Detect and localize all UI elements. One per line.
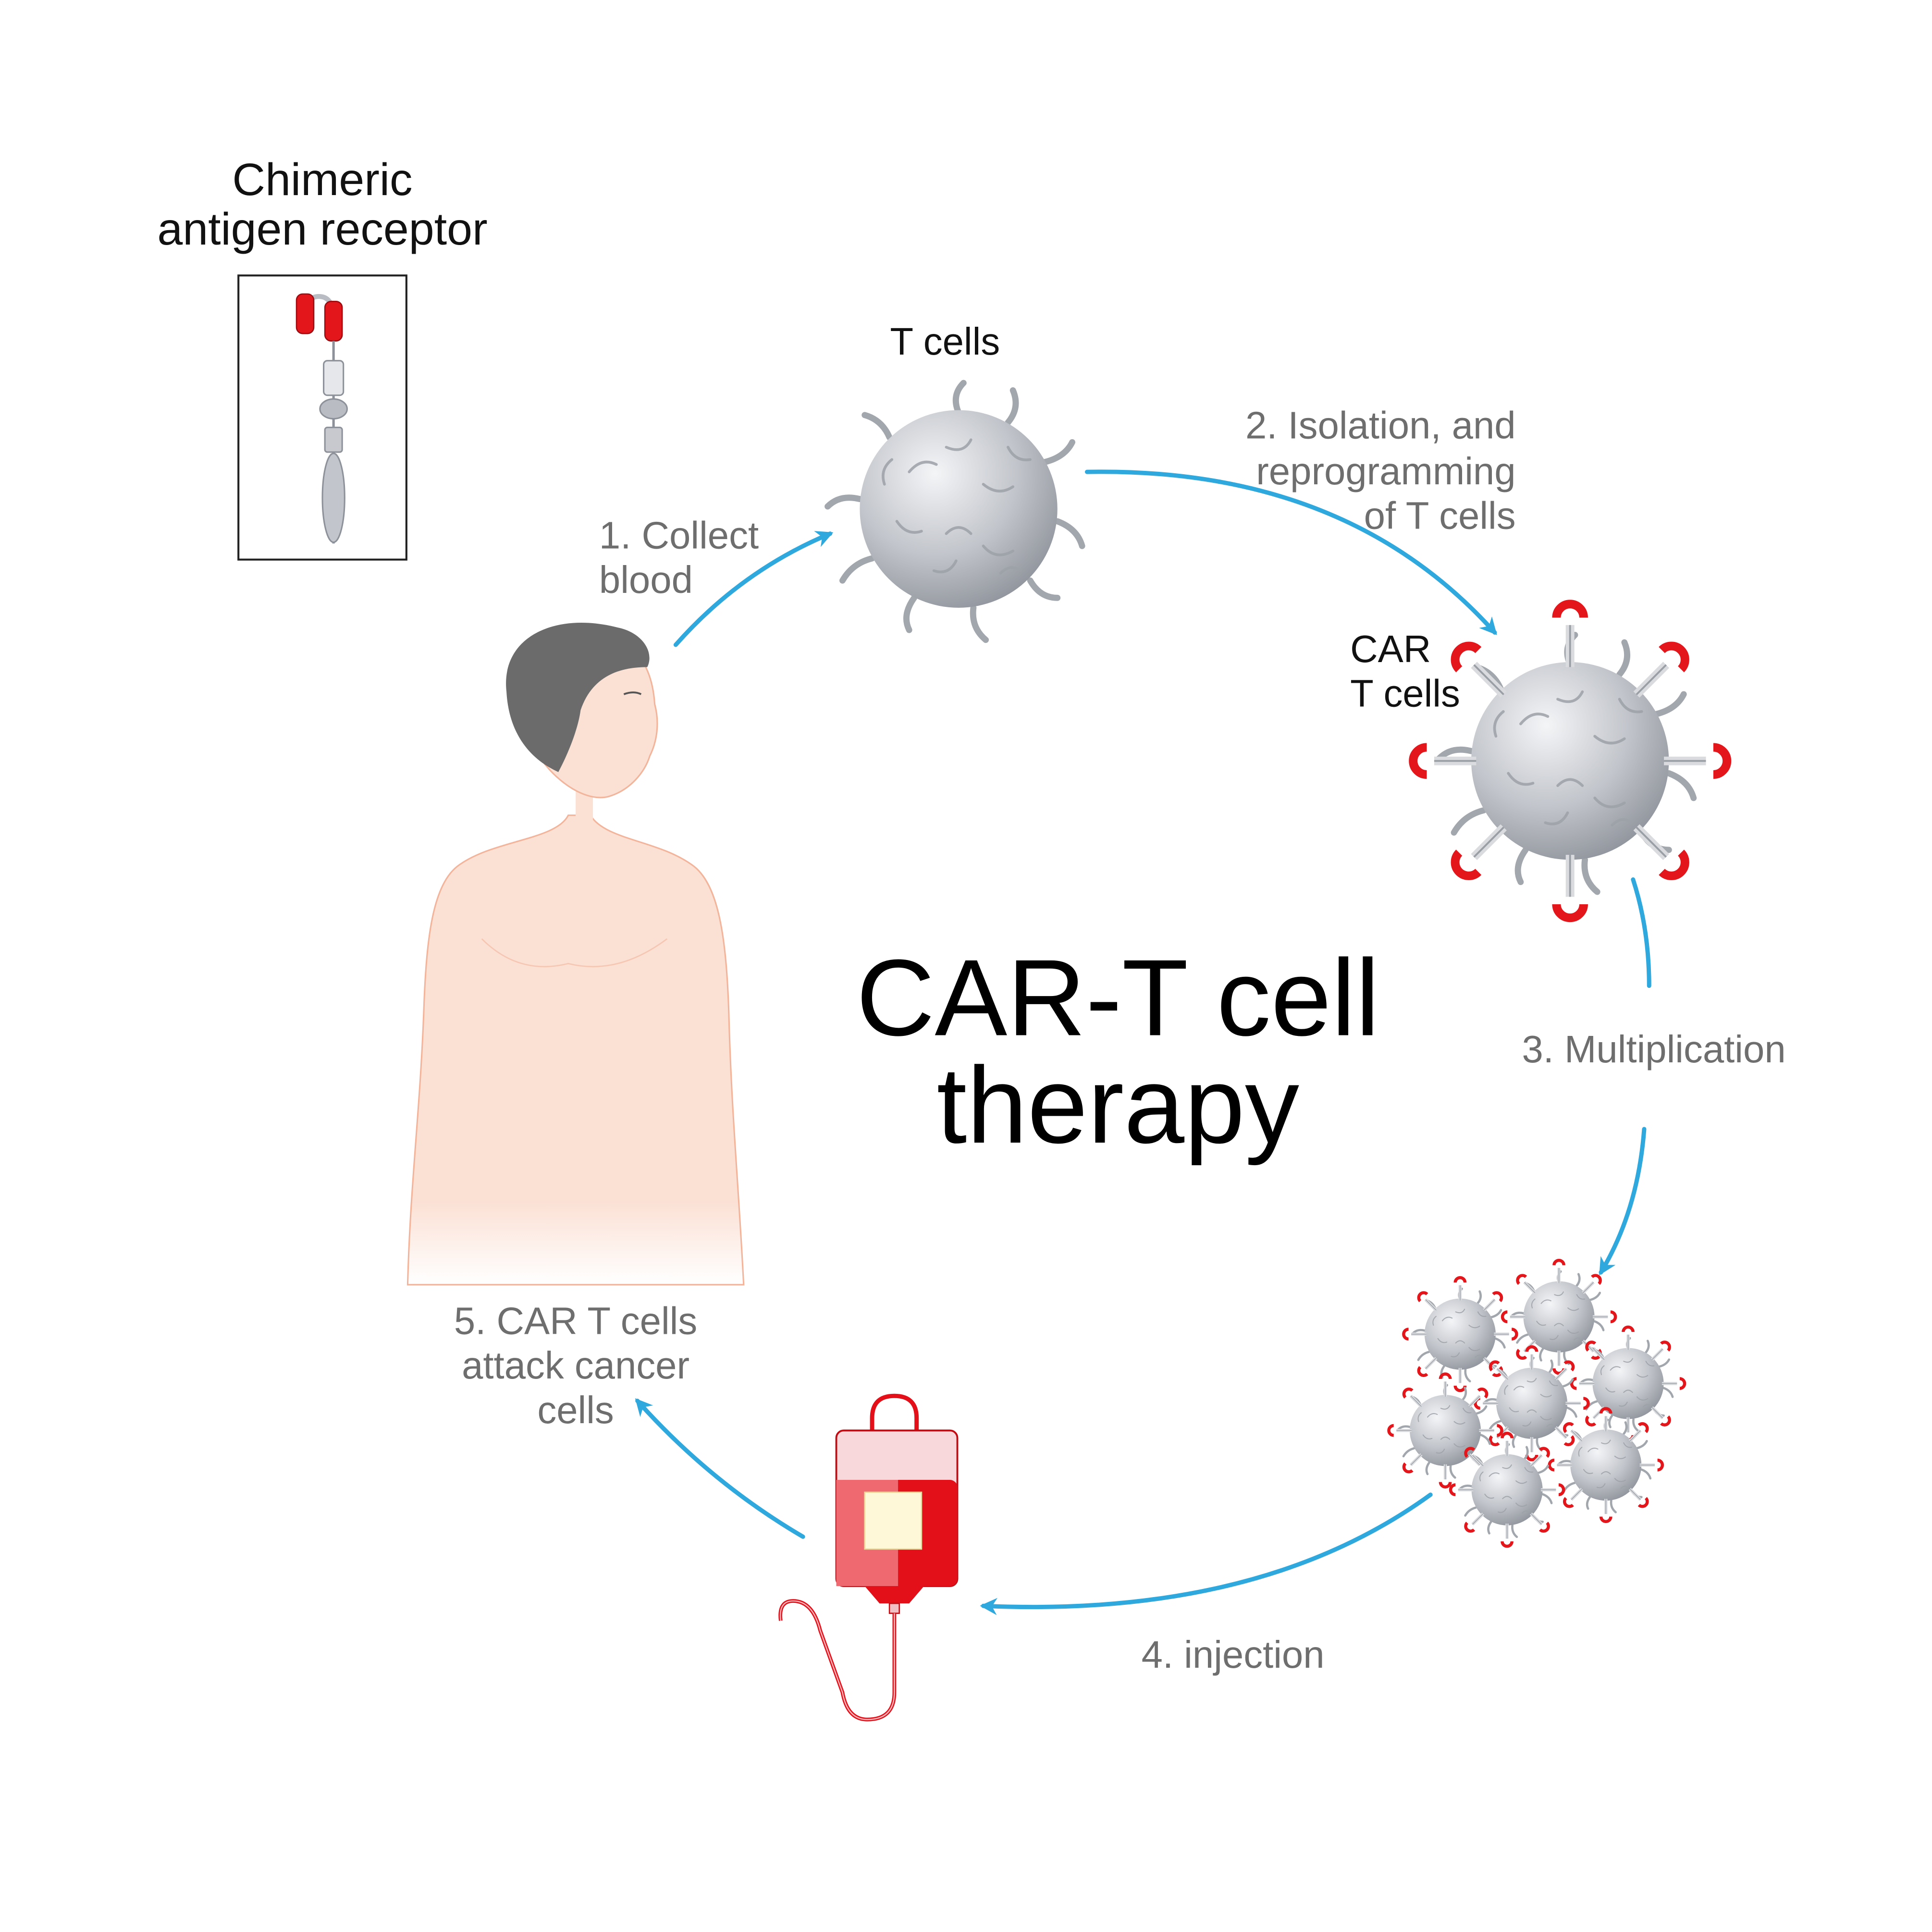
step5-label: 5. CAR T cells attack cancer cells	[454, 1300, 697, 1431]
car-t-cells-label-line1: CAR	[1350, 628, 1431, 670]
car-t-cell-illustration	[1413, 604, 1727, 918]
step4-line1: 4. injection	[1142, 1633, 1325, 1676]
step2-label: 2. Isolation, and reprogramming of T cel…	[1245, 404, 1516, 537]
cycle-arrows	[635, 469, 1651, 1615]
page-title-line1: CAR-T cell	[856, 936, 1379, 1058]
step2-line3: of T cells	[1364, 494, 1516, 537]
arrow-step3a	[1631, 877, 1651, 988]
arrow-step2	[1084, 469, 1497, 635]
arrow-step3b	[1599, 1127, 1647, 1276]
step5-line3: cells	[537, 1389, 614, 1431]
step2-line1: 2. Isolation, and	[1245, 404, 1516, 447]
receptor-structure-icon	[295, 293, 348, 544]
arrow-step1	[673, 531, 834, 647]
car-panel-frame	[237, 274, 407, 561]
step4-label: 4. injection	[1142, 1633, 1325, 1676]
step1-line2: blood	[599, 558, 693, 601]
page-title-line2: therapy	[936, 1044, 1299, 1166]
step5-line2: attack cancer	[462, 1344, 689, 1387]
car-t-cells-label-line2: T cells	[1350, 672, 1460, 715]
step3-label: 3. Multiplication	[1522, 1028, 1785, 1071]
t-cell-illustration	[828, 383, 1083, 640]
step1-label: 1. Collect blood	[599, 514, 759, 602]
step2-line2: reprogramming	[1256, 450, 1515, 492]
patient-figure	[406, 623, 745, 1286]
multiplied-car-t-cells	[1389, 1260, 1685, 1546]
car-receptor-panel: Chimeric antigen receptor	[157, 154, 488, 561]
step3-line1: 3. Multiplication	[1522, 1028, 1785, 1071]
step5-line1: 5. CAR T cells	[454, 1300, 697, 1342]
step1-line1: 1. Collect	[599, 514, 759, 557]
car-panel-title-line1: Chimeric	[232, 154, 412, 205]
hair	[506, 623, 650, 772]
car-panel-title-line2: antigen receptor	[157, 204, 487, 255]
iv-blood-bag-icon	[778, 1393, 959, 1722]
arrow-step4	[980, 1492, 1433, 1615]
arrow-step5	[635, 1398, 805, 1539]
t-cells-label: T cells	[890, 320, 1000, 363]
